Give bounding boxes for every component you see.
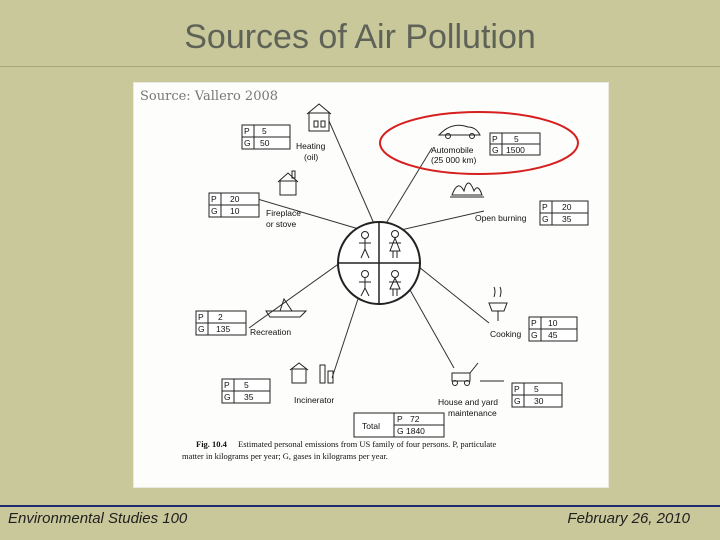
caption-line-1: Estimated personal emissions from US fam… (238, 439, 496, 449)
source-open-burning: P G 20 35 Open burning (450, 183, 588, 225)
fire-icon (450, 183, 484, 197)
yard-label: House and yard (438, 397, 498, 407)
p-prefix: P (514, 384, 520, 394)
p-prefix: P (211, 194, 217, 204)
automobile-p-value: 5 (514, 134, 519, 144)
p-prefix: P (492, 134, 498, 144)
figure-number: Fig. 10.4 (196, 439, 228, 449)
heating-label: Heating (296, 141, 326, 151)
heating-sublabel: (oil) (304, 152, 318, 162)
lawnmower-icon (452, 363, 504, 386)
fireplace-sublabel: or stove (266, 219, 297, 229)
heating-p-value: 5 (262, 126, 267, 136)
source-automobile: P G 5 1500 Automobile (25 000 km) (380, 112, 578, 174)
automobile-sublabel: (25 000 km) (431, 155, 477, 165)
g-prefix: G (198, 324, 205, 334)
open-burning-p-value: 20 (562, 202, 572, 212)
source-fireplace: P G 20 10 Fireplace or stove (209, 171, 301, 229)
p-prefix: P (244, 126, 250, 136)
recreation-label: Recreation (250, 327, 291, 337)
p-prefix: P (542, 202, 548, 212)
emissions-diagram: P G 5 50 Heating (oil) P G 5 1500 Automo… (134, 83, 608, 487)
house-icon (307, 104, 331, 131)
source-cooking: P G 10 45 Cooking (489, 287, 577, 341)
footer-date: February 26, 2010 (567, 510, 690, 527)
recreation-p-value: 2 (218, 312, 223, 322)
footer-divider (0, 505, 720, 507)
incinerator-g-value: 35 (244, 392, 254, 402)
recreation-g-value: 135 (216, 324, 230, 334)
heating-g-value: 50 (260, 138, 270, 148)
fireplace-label: Fireplace (266, 208, 301, 218)
fireplace-p-value: 20 (230, 194, 240, 204)
source-incinerator: P G 5 35 Incinerator (222, 363, 334, 405)
open-burning-label: Open burning (475, 213, 527, 223)
total-g-value: 1840 (406, 426, 425, 436)
footer-course: Environmental Studies 100 (8, 510, 187, 527)
grill-icon (489, 287, 507, 321)
yard-g-value: 30 (534, 396, 544, 406)
source-citation: Source: Vallero 2008 (140, 89, 278, 104)
automobile-g-value: 1500 (506, 145, 525, 155)
factory-icon (290, 363, 333, 383)
slide-title: Sources of Air Pollution (0, 18, 720, 57)
cooking-g-value: 45 (548, 330, 558, 340)
p-prefix: P (397, 414, 403, 424)
total-box: Total P G 72 1840 (354, 413, 444, 437)
g-prefix: G (542, 214, 549, 224)
incinerator-label: Incinerator (294, 395, 334, 405)
g-prefix: G (244, 138, 251, 148)
g-prefix: G (514, 396, 521, 406)
yard-sublabel: maintenance (448, 408, 497, 418)
car-icon (439, 125, 480, 138)
house-icon (278, 171, 298, 195)
automobile-label: Automobile (431, 145, 474, 155)
yard-p-value: 5 (534, 384, 539, 394)
caption-line-2: matter in kilograms per year; G, gases i… (182, 451, 388, 461)
source-yard: P G 5 30 House and yard maintenance (438, 363, 562, 418)
spoke-heating (329, 121, 379, 235)
family-circle (338, 222, 420, 304)
boat-icon (266, 299, 306, 317)
highlight-ellipse (380, 112, 578, 174)
fireplace-g-value: 10 (230, 206, 240, 216)
title-divider (0, 66, 720, 67)
open-burning-g-value: 35 (562, 214, 572, 224)
total-p-value: 72 (410, 414, 420, 424)
g-prefix: G (492, 145, 499, 155)
incinerator-p-value: 5 (244, 380, 249, 390)
source-recreation: P G 2 135 Recreation (196, 299, 306, 337)
cooking-label: Cooking (490, 329, 521, 339)
p-prefix: P (531, 318, 537, 328)
g-prefix: G (397, 426, 404, 436)
cooking-p-value: 10 (548, 318, 558, 328)
total-label: Total (362, 421, 380, 431)
diagram-figure: P G 5 50 Heating (oil) P G 5 1500 Automo… (133, 82, 609, 488)
g-prefix: G (211, 206, 218, 216)
p-prefix: P (224, 380, 230, 390)
source-heating: P G 5 50 Heating (oil) (242, 104, 331, 162)
g-prefix: G (531, 330, 538, 340)
p-prefix: P (198, 312, 204, 322)
g-prefix: G (224, 392, 231, 402)
